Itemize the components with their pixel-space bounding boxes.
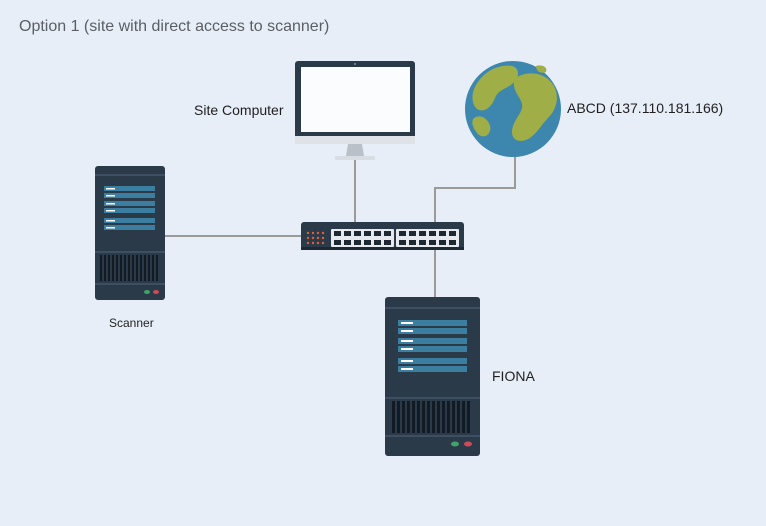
scanner-label: Scanner — [109, 316, 154, 330]
monitor-icon — [295, 61, 415, 160]
diagram-title: Option 1 (site with direct access to sca… — [19, 18, 330, 35]
connection-lines — [165, 154, 516, 297]
site-computer-label: Site Computer — [194, 102, 284, 118]
server-icon — [385, 297, 480, 456]
server-icon — [95, 166, 165, 300]
network-switch-icon — [301, 222, 464, 250]
fiona-label: FIONA — [492, 368, 535, 384]
link-abcd-switch — [434, 154, 516, 222]
abcd-label: ABCD (137.110.181.166) — [567, 100, 724, 116]
globe-icon — [465, 61, 561, 157]
